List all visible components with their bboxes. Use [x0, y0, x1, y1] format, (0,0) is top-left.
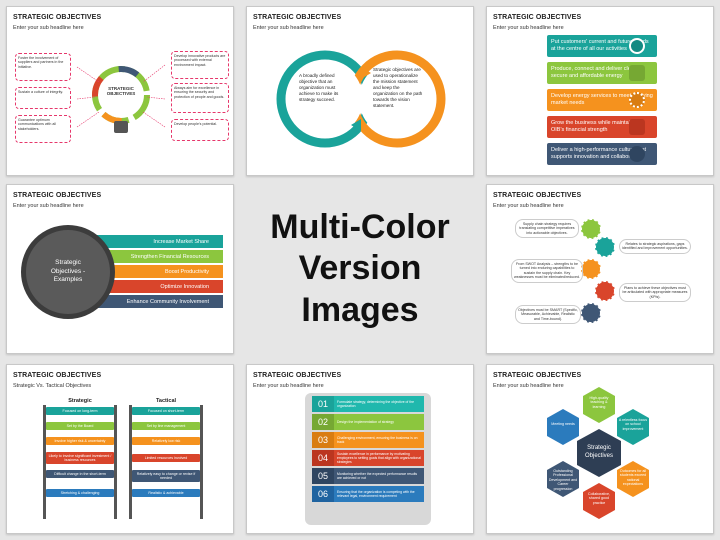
- row-number: 01: [312, 396, 334, 412]
- slide-subtitle: Enter your sub headline here: [493, 203, 564, 209]
- slide-title: STRATEGIC OBJECTIVES: [493, 14, 582, 21]
- row-number: 03: [312, 432, 334, 448]
- petal-3: Outcomes for all students exceed nationa…: [619, 469, 647, 487]
- objective-box-left-1: Foster the involvement of suppliers and …: [15, 53, 71, 81]
- strategic-rung-5: Difficult change in the short-term: [46, 470, 114, 478]
- gear-text-3: From SWOT Analysis – strengths to be tur…: [511, 259, 583, 283]
- objective-box-right-3: Develop people's potential.: [171, 119, 229, 141]
- slide-subtitle: Enter your sub headline here: [13, 25, 84, 31]
- slide-subtitle: Enter your sub headline here: [13, 203, 84, 209]
- petal-4: Collaborative, shared good practice: [588, 492, 610, 505]
- slide-thumbnail-7[interactable]: STRATEGIC OBJECTIVES Enter your sub head…: [246, 364, 474, 534]
- target-icon: [629, 38, 645, 54]
- row-number: 05: [312, 468, 334, 484]
- row-text: Monitoring whether the expected performa…: [334, 468, 424, 484]
- petal-5: Outstanding Professional Development and…: [548, 469, 578, 491]
- row-text: Ensuring that the organization is compet…: [334, 486, 424, 502]
- heading-line-1: Multi-Color: [270, 207, 450, 246]
- tactical-rung-2: Set by line management: [132, 422, 200, 430]
- row-number: 06: [312, 486, 334, 502]
- ladder-rail: [43, 405, 46, 519]
- objective-box-right-2: Always aim for excellence in ensuring th…: [171, 83, 229, 113]
- slide-thumbnail-1[interactable]: STRATEGIC OBJECTIVES Enter your sub head…: [6, 6, 234, 176]
- lightbulb-wheel-diagram: [76, 64, 166, 133]
- strategic-rung-6: Stretching & challenging: [46, 489, 114, 497]
- row-text: Challenging environment, ensuring the bu…: [334, 432, 424, 448]
- gear-text-4: Plans to achieve these objectives must b…: [619, 283, 691, 303]
- circle-label: Strategic Objectives - Examples: [50, 258, 86, 284]
- row-number: 02: [312, 414, 334, 430]
- tactical-rung-6: Realistic & achievable: [132, 489, 200, 497]
- team-icon: [629, 146, 645, 162]
- slide-title: STRATEGIC OBJECTIVES: [13, 372, 102, 379]
- strategic-rung-1: Focused on long-term: [46, 407, 114, 415]
- hub-label: Strategic Objectives: [584, 445, 613, 459]
- slide-subtitle: Enter your sub headline here: [493, 25, 564, 31]
- slide-subtitle: Enter your sub headline here: [253, 383, 324, 389]
- heading-line-2: Version Images: [298, 249, 422, 329]
- power-tower-icon: [629, 65, 645, 81]
- infinity-loop-diagram: [276, 50, 446, 148]
- petal-1: High-quality teaching & learning: [589, 396, 609, 409]
- gear-chain-diagram: [580, 218, 616, 324]
- ladder-rail: [129, 405, 132, 519]
- tactical-rung-5: Relatively easy to change or revise if n…: [132, 470, 200, 482]
- slide-title: STRATEGIC OBJECTIVES: [493, 192, 582, 199]
- slide-thumbnail-8[interactable]: STRATEGIC OBJECTIVES Enter your sub head…: [486, 364, 714, 534]
- strategic-rung-3: Involve higher risk & uncertainty: [46, 437, 114, 445]
- slide-thumbnail-6[interactable]: STRATEGIC OBJECTIVES Strategic Vs. Tacti…: [6, 364, 234, 534]
- row-text: Formulate strategy, determining the obje…: [334, 396, 424, 412]
- tactical-heading: Tactical: [155, 398, 177, 404]
- center-heading: Multi-Color Version Images: [240, 184, 480, 354]
- objective-box-left-3: Guarantee optimum communications with al…: [15, 115, 71, 143]
- gear-icon: [629, 92, 645, 108]
- objective-box-right-1: Develop innovative products are processe…: [171, 51, 229, 79]
- objective-box-left-2: Sustain a culture of integrity.: [15, 87, 71, 109]
- gear-text-5: Objectives must be SMART (Specific, Meas…: [515, 305, 581, 325]
- tactical-rung-4: Limited resources involved: [132, 454, 200, 462]
- definition-text: A broadly defined objective that an orga…: [299, 73, 339, 102]
- strategic-rung-2: Set by the Board: [46, 422, 114, 430]
- slide-title: STRATEGIC OBJECTIVES: [13, 192, 102, 199]
- slide-title: STRATEGIC OBJECTIVES: [13, 14, 102, 21]
- ladder-rail: [114, 405, 117, 519]
- petal-6: Meeting needs: [551, 422, 575, 426]
- row-text: Sustain excellence in performance by mot…: [334, 450, 424, 466]
- purpose-text: Strategic objectives are used to operati…: [373, 67, 423, 108]
- row-text: Design the implementation of strategy: [334, 414, 424, 430]
- petal-2: A relentless focus on school improvement: [618, 418, 648, 431]
- growth-chart-icon: [629, 119, 645, 135]
- hexagon-cluster-diagram: [547, 387, 649, 519]
- strategic-rung-4: Likely to involve significant investment…: [46, 452, 114, 464]
- slide-thumbnail-5[interactable]: STRATEGIC OBJECTIVES Enter your sub head…: [486, 184, 714, 354]
- slide-title: STRATEGIC OBJECTIVES: [253, 14, 342, 21]
- slide-title: STRATEGIC OBJECTIVES: [253, 372, 342, 379]
- tactical-rung-3: Relatively low risk: [132, 437, 200, 445]
- hub-label: STRATEGIC OBJECTIVES: [106, 86, 136, 96]
- slide-subtitle: Enter your sub headline here: [493, 383, 564, 389]
- gear-text-1: Supply chain strategy requires translati…: [515, 219, 579, 239]
- slide-title: STRATEGIC OBJECTIVES: [493, 372, 582, 379]
- slide-subtitle: Enter your sub headline here: [253, 25, 324, 31]
- slide-thumbnail-2[interactable]: STRATEGIC OBJECTIVES Enter your sub head…: [246, 6, 474, 176]
- tactical-rung-1: Focused on short-term: [132, 407, 200, 415]
- row-number: 04: [312, 450, 334, 466]
- slide-thumbnail-4[interactable]: STRATEGIC OBJECTIVES Enter your sub head…: [6, 184, 234, 354]
- gear-text-2: Relates to strategic aspirations, gaps i…: [619, 239, 691, 254]
- examples-circle: Strategic Objectives - Examples: [21, 225, 115, 319]
- ladder-rail: [200, 405, 203, 519]
- slide-thumbnail-3[interactable]: STRATEGIC OBJECTIVES Enter your sub head…: [486, 6, 714, 176]
- slide-subtitle: Strategic Vs. Tactical Objectives: [13, 383, 92, 389]
- strategic-heading: Strategic: [68, 398, 92, 404]
